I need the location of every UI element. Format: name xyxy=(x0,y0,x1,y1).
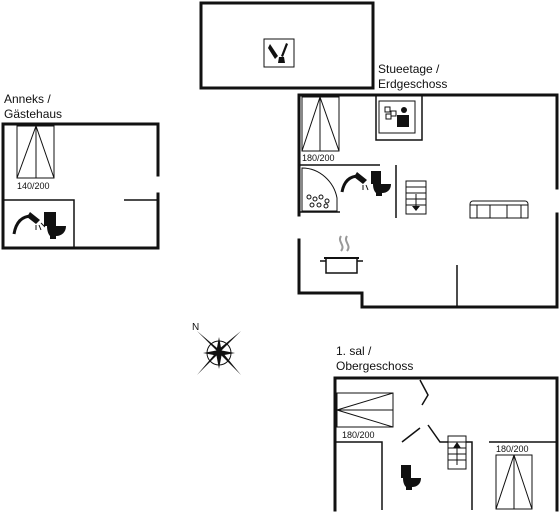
cooking-pot-icon xyxy=(320,235,363,274)
bed-icon xyxy=(301,96,340,152)
ground-floor-building: Stueetage / Erdgeschoss 180/200 xyxy=(297,62,559,309)
toilet-icon xyxy=(371,171,391,196)
spa-icon xyxy=(301,167,338,212)
annex-bed-size: 140/200 xyxy=(17,181,50,191)
first-floor-building: 1. sal / Obergeschoss 180/200 18 xyxy=(333,344,559,512)
stairs-icon xyxy=(405,180,427,215)
ground-floor-bed-size: 180/200 xyxy=(302,153,335,163)
toilet-icon xyxy=(44,212,66,239)
utility-icon xyxy=(263,38,295,68)
ground-floor-title-line2: Erdgeschoss xyxy=(378,77,447,91)
toilet-icon xyxy=(401,465,421,490)
bed-icon xyxy=(336,392,394,428)
bed-icon xyxy=(495,454,533,510)
stairs-icon xyxy=(447,435,467,470)
ground-floor-title-line1: Stueetage / xyxy=(378,62,440,76)
sauna-icon xyxy=(378,100,416,134)
first-floor-bed-size-left: 180/200 xyxy=(342,430,375,440)
annex-title-line1: Anneks / xyxy=(4,92,51,106)
sofa-icon xyxy=(469,200,529,219)
shower-icon xyxy=(340,172,369,193)
first-floor-bed-size-right: 180/200 xyxy=(496,444,529,454)
first-floor-title-line2: Obergeschoss xyxy=(336,359,413,373)
annex-building: Anneks / Gästehaus 140/200 xyxy=(1,92,160,250)
bed-icon xyxy=(16,125,55,179)
first-floor-title-line1: 1. sal / xyxy=(336,344,372,358)
shower-icon xyxy=(12,212,46,235)
utility-room xyxy=(199,1,375,90)
compass-north-label: N xyxy=(192,322,199,333)
compass-rose-icon xyxy=(197,331,241,375)
annex-title-line2: Gästehaus xyxy=(4,107,62,121)
